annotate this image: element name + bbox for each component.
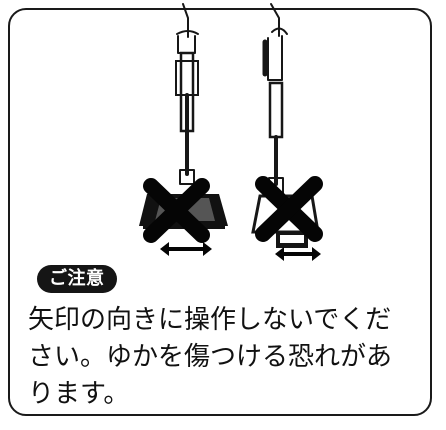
caution-message: 矢印の向きに操作しないでくだ さい。ゆかを傷つける恐れがあ ります。 xyxy=(28,302,432,413)
caution-line-2: さい。ゆかを傷つける恐れがあ xyxy=(28,342,393,372)
left-x-mark xyxy=(143,178,210,243)
vacuum-illustration xyxy=(139,3,323,261)
right-direction-arrow xyxy=(275,247,321,261)
caution-line-3: ります。 xyxy=(28,379,130,409)
left-direction-arrow xyxy=(160,242,212,256)
right-x-mark xyxy=(255,176,323,242)
caution-line-1: 矢印の向きに操作しないでくだ xyxy=(28,305,392,335)
caution-badge: ご注意 xyxy=(37,265,117,293)
